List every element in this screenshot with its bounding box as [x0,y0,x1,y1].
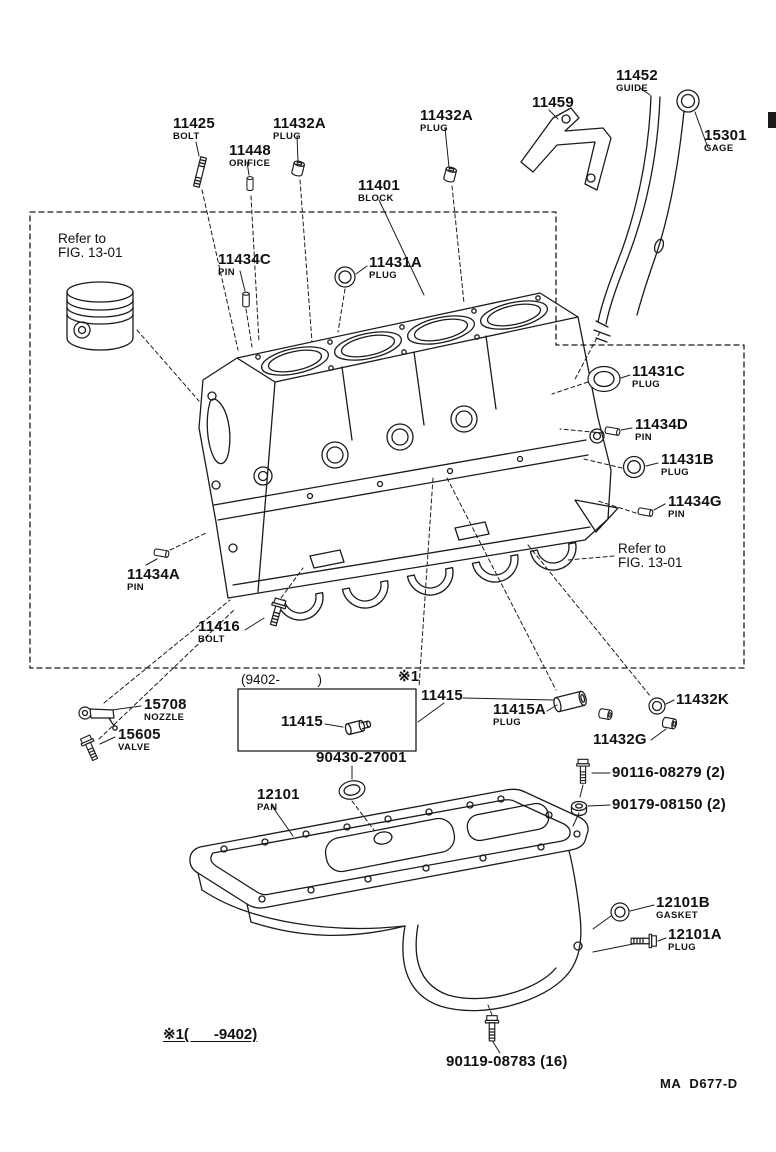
dashed-leader-lines [98,179,652,1016]
oil-nozzle-icon-15708 [78,706,118,731]
oil-pan-icon [189,788,589,1012]
ring-gasket-icon-11432k [648,697,666,715]
plug-icon-11415-in-box [344,719,372,736]
hex-bolt-icon-90119 [484,1015,500,1042]
ring-gasket-icon-90430 [338,780,366,800]
kit-boundary-dashed-box [29,211,745,669]
stud-bolt-icon-11425 [192,156,208,188]
check-valve-icon-15605 [78,733,102,763]
guide-tube-icon [597,95,652,323]
fastener-icons [78,156,678,1042]
piston-icon [66,281,134,351]
engine-block-icon [198,292,619,621]
dowel-pin-icon-11434a [153,548,170,559]
nut-icon-90179 [570,800,588,817]
screw-plug-icon-11432a-2 [442,165,458,184]
oval-plug-icon-11431c [587,365,621,393]
dowel-pin-icon-11434d [604,426,621,437]
screw-plug-icon-11432g [661,716,678,730]
dowel-pin-icon-11434g [637,507,654,518]
page-edge-marker [768,112,776,128]
hex-bolt-icon-90116 [576,758,590,784]
relief-valve-icon-11415a [553,690,587,713]
leader-lines [99,87,709,1054]
screw-plug-icon-11415a-set [597,707,614,721]
hex-bolt-icon-11416 [265,596,288,628]
drain-plug-icon-12101a [630,933,657,949]
screw-plug-icon-11432a-1 [290,159,306,178]
dipstick-assembly [520,89,700,343]
dipstick-icon [636,89,700,316]
orifice-icon-11448 [246,176,254,192]
cup-plug-icon-11431b [622,455,646,479]
sub-kit-11415-box [237,688,417,752]
bracket-icon [520,107,612,191]
cup-plug-icon-11431a [334,266,356,288]
dowel-pin-icon-11434c [242,291,250,308]
ring-gasket-icon-12101b [610,902,630,922]
